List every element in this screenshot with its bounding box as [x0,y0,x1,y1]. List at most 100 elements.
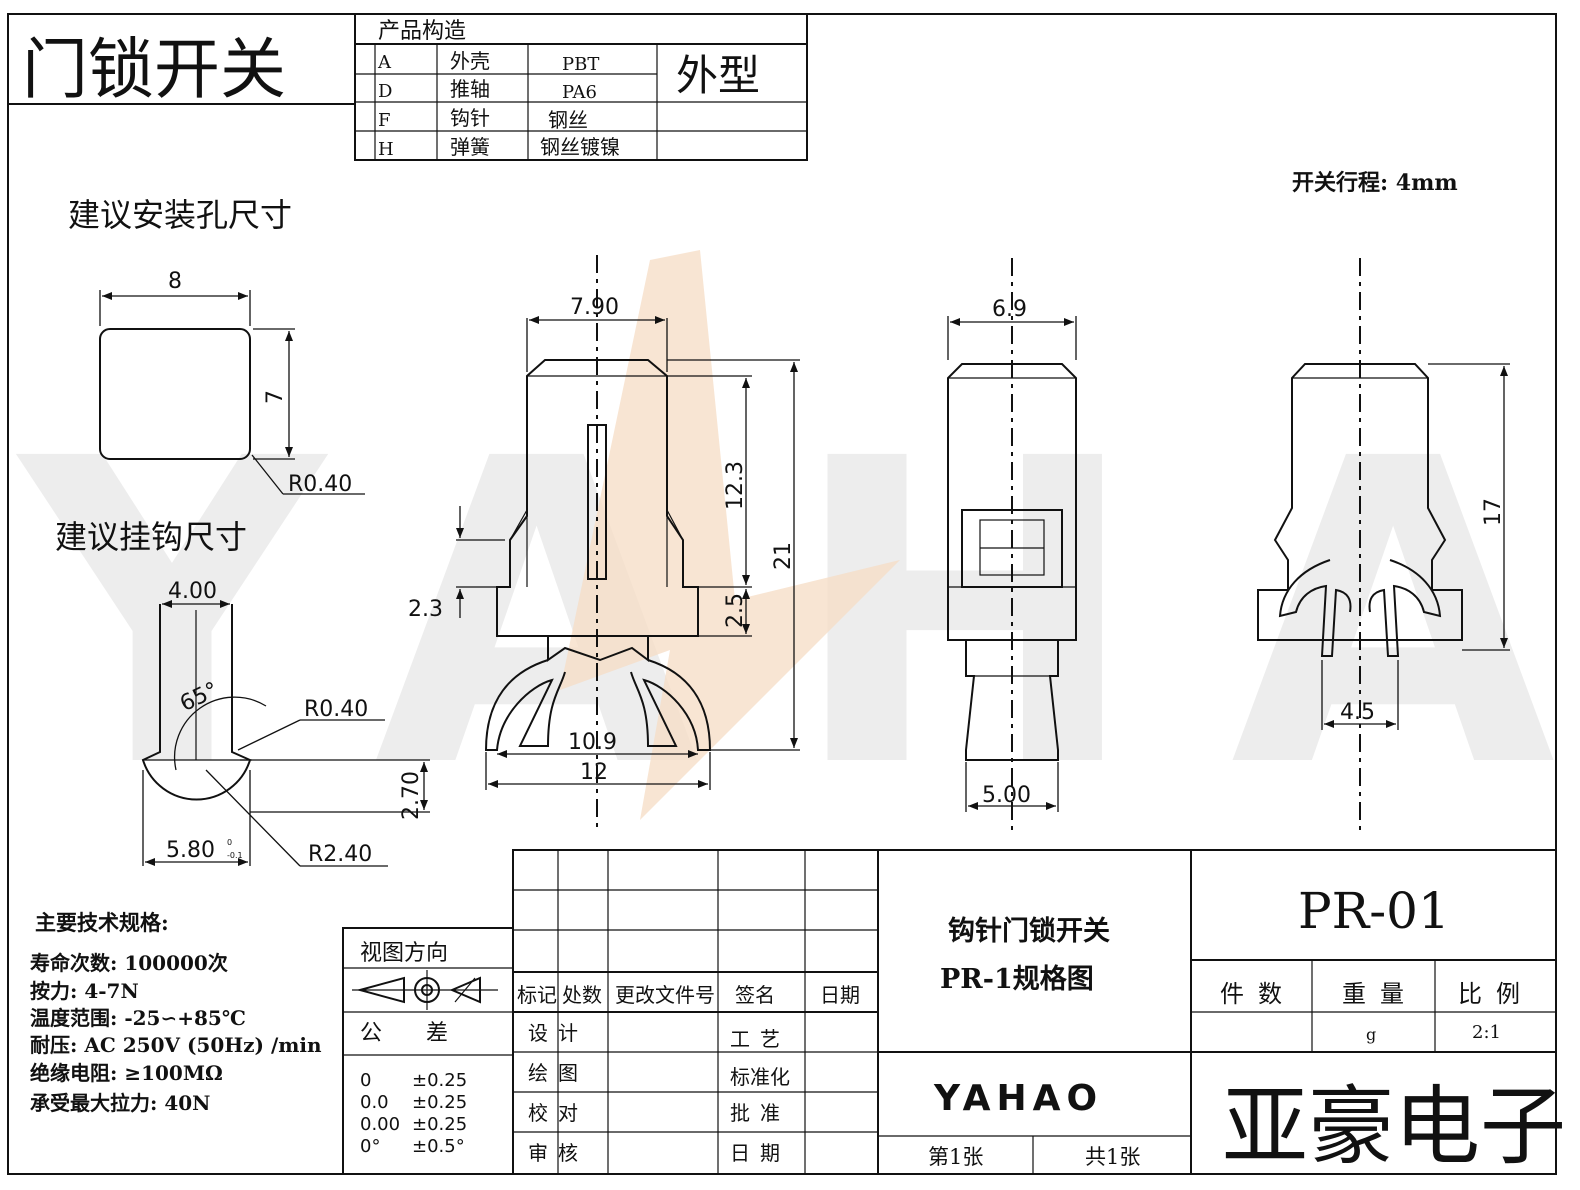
front-spring-right [630,659,712,751]
tolerance-value: 0 [360,1070,371,1091]
specs-title: 主要技术规格: [35,910,169,935]
materials-header: 产品构造 [378,19,466,44]
sign-role: 设计 [528,1021,588,1045]
tolerance-range: ±0.5° [412,1136,465,1157]
weight-label: 重量 [1342,980,1418,1008]
material-name: PA6 [562,82,597,103]
mounting-hole-title: 建议安装孔尺寸 [68,196,292,234]
sheet-total: 共1张 [1085,1145,1140,1169]
hook-radius-large-dim: R2.40 [308,842,372,867]
sheet-number: 第1张 [928,1145,983,1169]
spec-line: 按力: 4-7N [30,979,139,1003]
side-window [961,509,1063,588]
spec-line: 寿命次数: 100000次 [30,951,228,975]
back-foot-width-dim: 4.5 [1340,700,1375,725]
mounting-hole-shape [99,328,251,460]
page-title: 门锁开关 [22,31,286,108]
hook-radius-small-dim: R0.40 [304,697,368,722]
hook-width-dim: 4.00 [168,579,217,604]
materials-table: 产品构造 A 外壳 PBT D 推轴 PA6 F 钩针 钢丝 H 弹簧 钢丝镀镍… [354,13,808,161]
tolerance-value: 0° [360,1136,380,1157]
material-part: 钩针 [450,106,490,130]
material-code: F [378,110,391,131]
material-code: A [377,52,392,73]
specs-block: 主要技术规格: 寿命次数: 100000次 按力: 4-7N 温度范围: -25… [30,910,322,1115]
hook-title: 建议挂钩尺寸 [55,518,247,556]
material-code: H [378,139,394,160]
material-part: 弹簧 [450,135,490,159]
sign-role: 校对 [528,1101,588,1125]
spec-line: 承受最大拉力: 40N [30,1091,210,1115]
front-body-height-dim: 12.3 [723,461,748,510]
front-total-height-dim: 21 [771,542,796,570]
spec-line: 温度范围: -25∽+85℃ [30,1006,246,1030]
appearance-label: 外型 [676,51,760,100]
side-bottom-width-dim: 5.00 [982,783,1031,808]
product-name: 钩针门锁开关 [948,915,1110,947]
tolerance-range: ±0.25 [412,1070,467,1091]
hook-tol-lower: -0.1 [227,851,243,860]
front-view: 7.90 12.3 2.5 21 2.3 10.9 12 [408,255,800,830]
rev-header: 更改文件号 [615,983,715,1007]
sign-role: 工艺 [730,1027,790,1051]
rev-header: 处数 [562,983,602,1007]
sign-role: 审核 [528,1141,588,1165]
scale-value: 2:1 [1472,1022,1501,1043]
front-overall-width-dim: 12 [580,760,608,785]
front-top-width-dim: 7.90 [570,295,619,320]
rev-header: 日期 [820,983,860,1007]
tolerance-range: ±0.25 [412,1114,467,1135]
hook-tol-upper: 0 [227,838,232,847]
watermark: YAHAO [13,250,1580,860]
back-spring-left [1278,559,1352,657]
qty-label: 件数 [1220,980,1296,1008]
hook-base-dim: 5.80 [166,838,215,863]
front-step-height-dim: 2.5 [723,593,748,628]
material-part: 推轴 [450,77,490,101]
hook-shape [141,604,252,801]
rev-header: 签名 [735,983,775,1007]
hole-radius-dim: R0.40 [288,472,352,497]
angle-arc [173,696,267,771]
company-logo: YAHAO [933,1078,1103,1119]
spec-line: 耐压: AC 250V (50Hz) /min [30,1033,322,1057]
tolerance-value: 0.0 [360,1092,389,1113]
front-slot [587,424,607,580]
part-number: PR-01 [1298,882,1450,940]
material-name: PBT [562,54,599,75]
hook-height-dim: 2.70 [399,771,424,820]
material-name: 钢丝镀镍 [540,135,620,159]
back-spring-right [1368,559,1442,657]
front-notch-height-dim: 2.3 [408,597,443,622]
back-height-dim: 17 [1481,498,1506,526]
rev-header: 标记 [517,983,557,1007]
company-name: 亚豪电子 [1222,1077,1566,1177]
sign-role: 日期 [730,1141,790,1165]
back-body [1257,363,1463,641]
spec-line: 绝缘电阻: ≥100MΩ [30,1061,223,1085]
side-top-width-dim: 6.9 [992,297,1027,322]
material-name: 钢丝 [548,108,588,132]
tolerance-range: ±0.25 [412,1092,467,1113]
hole-height-dim: 7 [263,390,288,404]
sign-role: 标准化 [730,1065,790,1089]
mounting-hole-drawing: 建议安装孔尺寸 8 7 R0.40 [68,196,365,497]
sign-role: 绘图 [528,1061,588,1085]
stroke-note: 开关行程: 4mm [1292,170,1458,196]
front-spring-width-dim: 10.9 [568,730,617,755]
tolerance-value: 0.00 [360,1114,400,1135]
material-part: 外壳 [450,49,490,73]
projection-symbol-icon [352,970,498,1010]
back-view: 17 4.5 [1257,258,1510,830]
view-direction-label: 视图方向 [360,941,448,966]
title-box: 门锁开关 [8,31,355,108]
watermark-bolt-icon [560,250,900,820]
weight-unit: g [1366,1025,1376,1044]
hole-width-dim: 8 [168,269,182,294]
drawing-name: PR-1规格图 [940,964,1094,995]
front-spring-left [484,659,566,751]
tolerance-label: 公 差 [360,1021,448,1046]
material-code: D [378,81,392,102]
title-block: 视图方向 公 差 0 ±0.25 0.0 ±0.25 0.00 ±0.25 0°… [342,849,1566,1177]
